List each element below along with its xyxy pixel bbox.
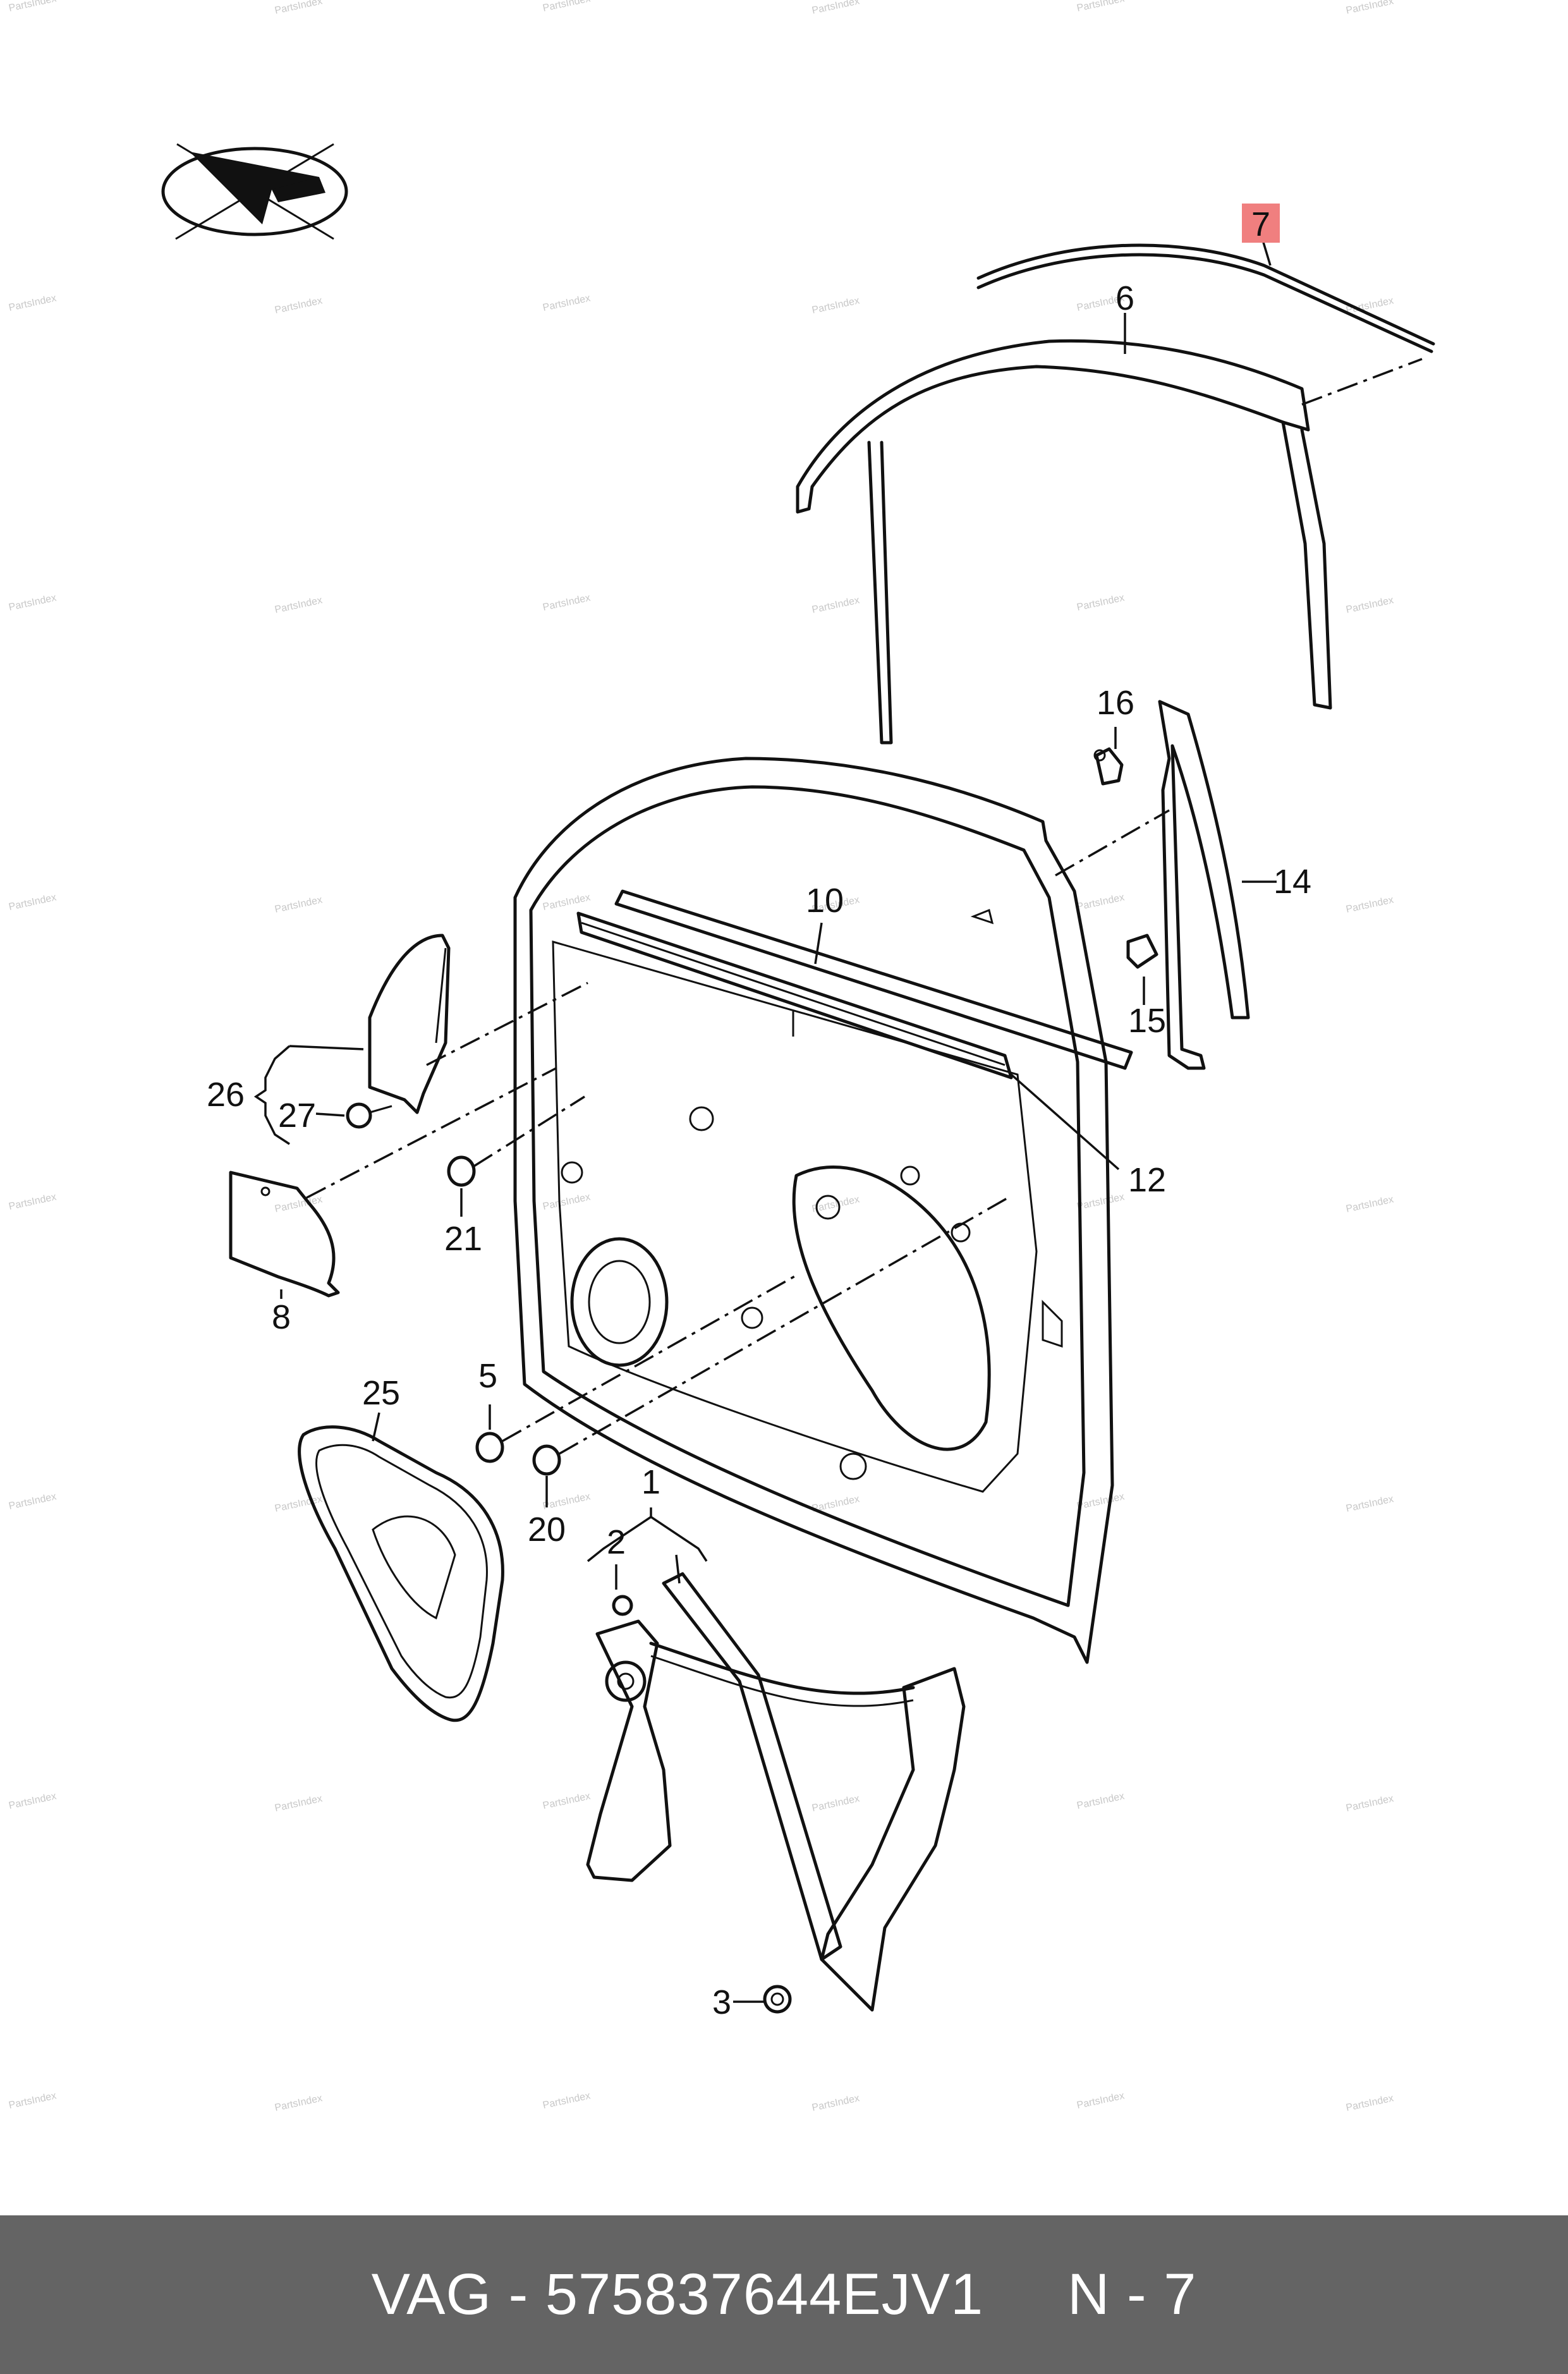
- watermark-text: PartsIndex: [1076, 1191, 1125, 1212]
- callout-6: 6: [1115, 279, 1134, 317]
- watermark-text: PartsIndex: [542, 1191, 591, 1212]
- callout-10: 10: [806, 882, 844, 920]
- door-shell: [513, 757, 1114, 1664]
- callout-16: 16: [1097, 684, 1134, 722]
- watermark-text: PartsIndex: [274, 0, 323, 16]
- watermark-text: PartsIndex: [811, 595, 860, 616]
- watermark-text: PartsIndex: [1345, 1793, 1394, 1814]
- callout-12: 12: [1128, 1161, 1166, 1199]
- watermark-text: PartsIndex: [811, 2093, 860, 2114]
- callout-15: 15: [1128, 1002, 1166, 1040]
- watermark-text: PartsIndex: [542, 592, 591, 613]
- watermark-text: PartsIndex: [274, 595, 323, 616]
- part-1-window-regulator: [586, 1572, 966, 2014]
- part-number-label: VAG - 575837644EJV1 N - 7: [371, 2262, 1197, 2327]
- watermark-text: PartsIndex: [1345, 1494, 1394, 1514]
- leader-lines: [253, 233, 1277, 2003]
- watermark-text: PartsIndex: [1345, 894, 1394, 915]
- watermark-text: PartsIndex: [8, 2090, 57, 2111]
- part-7-seal-strip: [976, 243, 1435, 353]
- callout-2: 2: [607, 1523, 626, 1561]
- watermark-text: PartsIndex: [8, 1191, 57, 1212]
- watermark-text: PartsIndex: [1076, 1491, 1125, 1512]
- watermark-text: PartsIndex: [1076, 1791, 1125, 1811]
- grommets: [447, 1095, 1009, 1476]
- callout-7: 7: [1251, 205, 1270, 243]
- watermark-text: PartsIndex: [811, 295, 860, 316]
- watermark-text: PartsIndex: [542, 1491, 591, 1512]
- watermark-text: PartsIndex: [542, 0, 591, 14]
- watermark-text: PartsIndex: [1345, 595, 1394, 616]
- watermark-text: PartsIndex: [274, 2093, 323, 2114]
- callout-25: 25: [362, 1374, 400, 1412]
- part-14-guide-rail: [1055, 700, 1250, 1070]
- watermark-text: PartsIndex: [274, 894, 323, 915]
- watermark-text: PartsIndex: [1345, 0, 1394, 16]
- watermark-text: PartsIndex: [8, 592, 57, 613]
- watermark-text: PartsIndex: [1076, 0, 1125, 14]
- callout-5: 5: [478, 1357, 497, 1395]
- watermark-text: PartsIndex: [8, 1491, 57, 1512]
- watermark-text: PartsIndex: [542, 293, 591, 313]
- watermark-text: PartsIndex: [1345, 1194, 1394, 1215]
- part-26-mirror-cover: [346, 934, 588, 1129]
- watermark-text: PartsIndex: [274, 295, 323, 316]
- callout-20: 20: [528, 1511, 566, 1549]
- watermark-text: PartsIndex: [542, 892, 591, 913]
- watermark-text: PartsIndex: [1076, 592, 1125, 613]
- watermark-text: PartsIndex: [8, 293, 57, 313]
- part-6-window-frame-seal: [796, 339, 1423, 745]
- callout-26: 26: [207, 1076, 245, 1114]
- callout-3: 3: [712, 1983, 731, 2021]
- watermark-text: PartsIndex: [1076, 892, 1125, 913]
- footer-bar: VAG - 575837644EJV1 N - 7: [0, 2215, 1568, 2374]
- part-10-12-channel-strips: [576, 889, 1133, 1080]
- watermark-text: PartsIndex: [8, 0, 57, 14]
- part-25-speaker-seal: [298, 1425, 504, 1722]
- watermark-text: PartsIndex: [1076, 2090, 1125, 2111]
- callout-14: 14: [1273, 863, 1311, 901]
- callout-1: 1: [641, 1463, 660, 1501]
- watermark-text: PartsIndex: [542, 1791, 591, 1811]
- watermark-text: PartsIndex: [8, 1791, 57, 1811]
- watermark-text: PartsIndex: [811, 0, 860, 16]
- callout-27: 27: [278, 1097, 316, 1135]
- watermark-text: PartsIndex: [8, 892, 57, 913]
- callout-8: 8: [272, 1298, 291, 1336]
- callouts: 7 6 16 14 10 15 26 27 12 21 8 5 25 1 20 …: [207, 205, 1311, 2021]
- watermark-text: PartsIndex: [1345, 2093, 1394, 2114]
- watermark-text: PartsIndex: [274, 1793, 323, 1814]
- watermark-text: PartsIndex: [811, 1793, 860, 1814]
- watermark-text: PartsIndex: [542, 2090, 591, 2111]
- highlight-box-7: [1242, 204, 1280, 243]
- callout-21: 21: [444, 1220, 482, 1258]
- orientation-logo-icon: [161, 143, 348, 240]
- part-8-foil-sheet: [229, 1067, 557, 1298]
